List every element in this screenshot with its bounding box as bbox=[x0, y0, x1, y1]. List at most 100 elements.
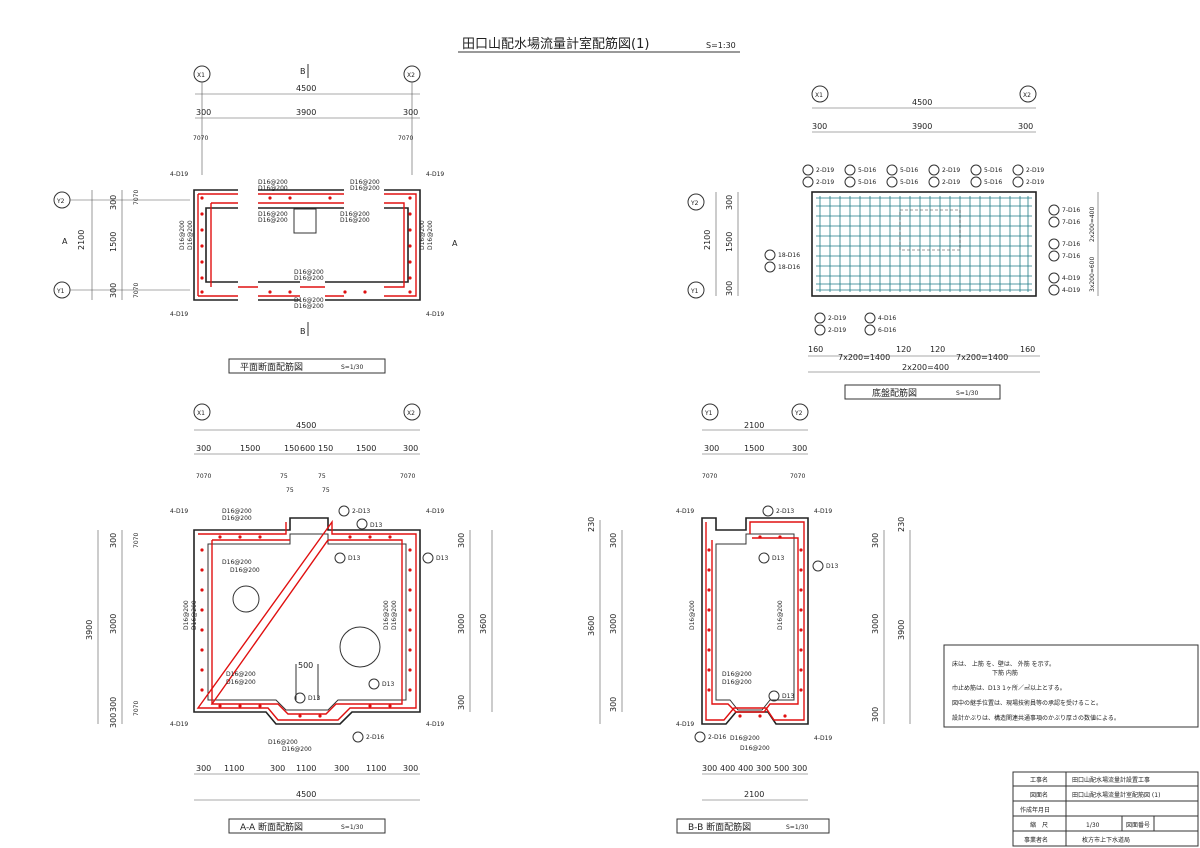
section-mark-b-bottom: B bbox=[300, 327, 306, 336]
aa-label-d16-7: D16@200 bbox=[268, 739, 298, 746]
base-callout-r6: 4-D19 bbox=[1062, 287, 1080, 294]
title-block: 工事名 田口山配水場流量計設置工事 図面名 田口山配水場流量計室配筋図 (1) … bbox=[1012, 771, 1199, 847]
tb-label-owner: 事業者名 bbox=[1024, 836, 1048, 844]
aa-dim-150-r: 150 bbox=[318, 444, 333, 453]
base-callout-b3: 4-D16 bbox=[878, 315, 896, 322]
plan-label-d16-6: D16@200 bbox=[258, 217, 288, 224]
bb-dim-b-2100: 2100 bbox=[744, 790, 764, 799]
bb-dim-300-r: 300 bbox=[792, 444, 807, 453]
base-callout-r3: 7-D16 bbox=[1062, 241, 1080, 248]
note-line-4: 設計かぶりは、構造関連共通事項のかぶり厚さの数値による。 bbox=[952, 714, 1120, 722]
base-dim-160-left: 160 bbox=[808, 345, 823, 354]
base-callout-r1: 7-D16 bbox=[1062, 207, 1080, 214]
bb-dim-300-l: 300 bbox=[704, 444, 719, 453]
base-dim-3x200: 3x200=600 bbox=[1089, 257, 1096, 292]
plan-label-d16-3: D16@200 bbox=[350, 179, 380, 186]
bb-dim-300-rb: 300 bbox=[871, 707, 880, 722]
bb-grid-y2: Y2 bbox=[794, 410, 803, 417]
aa-dim-150-l: 150 bbox=[284, 444, 299, 453]
base-callout-r4: 7-D16 bbox=[1062, 253, 1080, 260]
base-dim-160-right: 160 bbox=[1020, 345, 1035, 354]
title-text: 田口山配水場流量計室配筋図(1) bbox=[462, 36, 649, 52]
grid-x1-label: X1 bbox=[197, 72, 205, 79]
base-callout-10: 5-D16 bbox=[984, 179, 1002, 186]
tb-label-date: 作成年月日 bbox=[1020, 806, 1050, 814]
plan-dim-300-top: 300 bbox=[109, 195, 118, 210]
aa-label-d16-8: D16@200 bbox=[282, 746, 312, 753]
bb-dim-1500: 1500 bbox=[744, 444, 764, 453]
aa-label-d16-1: D16@200 bbox=[222, 508, 252, 515]
grid-y2-label: Y2 bbox=[56, 198, 65, 205]
base-grid-x2: X2 bbox=[1023, 92, 1031, 99]
aa-label-d13-2: D13 bbox=[348, 555, 360, 562]
plan-label-d16-15: D16@200 bbox=[419, 220, 426, 250]
base-callout-7: 2-D19 bbox=[942, 167, 960, 174]
bb-label-d13-3: D13 bbox=[782, 693, 794, 700]
section-mark-a-left: A bbox=[62, 237, 68, 246]
bb-dim-3900: 3900 bbox=[897, 620, 906, 640]
plan-label-d16-1: D16@200 bbox=[258, 179, 288, 186]
plan-dim-3900: 3900 bbox=[296, 108, 316, 117]
bb-label-d16-2: D16@200 bbox=[722, 679, 752, 686]
grid-x2-label: X2 bbox=[407, 72, 415, 79]
base-dim-300-right: 300 bbox=[1018, 122, 1033, 131]
aa-dim-300-r: 300 bbox=[403, 444, 418, 453]
note-line-3: 図中の継手位置は、現場技術員等の承認を受けること。 bbox=[952, 699, 1102, 707]
plan-dim-4500: 4500 bbox=[296, 84, 316, 93]
aa-label-4d19-tl: 4-D19 bbox=[170, 508, 188, 515]
base-dim-2x200-bottom: 2x200=400 bbox=[902, 363, 949, 372]
base-callout-r2: 7-D16 bbox=[1062, 219, 1080, 226]
bb-label-4d19-tl: 4-D19 bbox=[676, 508, 694, 515]
base-callout-8: 2-D19 bbox=[942, 179, 960, 186]
base-callout-l1: 18-D16 bbox=[778, 252, 800, 259]
aa-dim-7070-l: 7070 bbox=[196, 473, 211, 480]
bb-label-4d19-tr: 4-D19 bbox=[814, 508, 832, 515]
aa-dim-3900: 3900 bbox=[85, 620, 94, 640]
plan-label-d16-13: D16@200 bbox=[179, 220, 186, 250]
aa-label-d13-1: D13 bbox=[370, 522, 382, 529]
aa-label-d16-5: D16@200 bbox=[226, 671, 256, 678]
aa-dim-b-1100-1: 1100 bbox=[224, 764, 244, 773]
plan-dim-2100: 2100 bbox=[77, 230, 86, 250]
tb-value-scale: 1/30 bbox=[1086, 822, 1100, 829]
plan-dim-300-left: 300 bbox=[196, 108, 211, 117]
tb-label-drawing: 図面名 bbox=[1030, 791, 1048, 799]
tb-label-project: 工事名 bbox=[1030, 776, 1048, 784]
grid-y1-label: Y1 bbox=[56, 288, 65, 295]
aa-label-s2d13: 2-D13 bbox=[352, 508, 370, 515]
note-line-2: 巾止め筋は、D13 1ヶ所／㎡以上とする。 bbox=[952, 684, 1066, 692]
aa-dim-600: 600 bbox=[300, 444, 315, 453]
plan-dim-300-bottom: 300 bbox=[109, 283, 118, 298]
base-dim-3900: 3900 bbox=[912, 122, 932, 131]
bb-caption-scale: S=1/30 bbox=[786, 824, 808, 831]
aa-dim-4500: 4500 bbox=[296, 421, 316, 430]
note-line-1-sub: 下筋 内筋 bbox=[992, 669, 1018, 677]
aa-dim-7070-r: 7070 bbox=[400, 473, 415, 480]
bb-dim-3600: 3600 bbox=[587, 616, 596, 636]
aa-dim-7070-t: 7070 bbox=[133, 533, 140, 548]
bb-dim-7070-l: 7070 bbox=[702, 473, 717, 480]
plan-label-d16-7: D16@200 bbox=[340, 211, 370, 218]
plan-label-d16-2: D16@200 bbox=[258, 185, 288, 192]
bb-label-4d19-bl: 4-D19 bbox=[676, 721, 694, 728]
aa-dim-300-l: 300 bbox=[196, 444, 211, 453]
plan-label-d16-9: D16@200 bbox=[294, 269, 324, 276]
bb-dim-300-lt: 300 bbox=[609, 533, 618, 548]
aa-label-2d16: 2-D16 bbox=[366, 734, 384, 741]
bb-label-d16-3: D16@200 bbox=[730, 735, 760, 742]
plan-dim-7070-bottom: 7070 bbox=[133, 283, 140, 298]
plan-label-4d19-tr: 4-D19 bbox=[426, 171, 444, 178]
base-callout-12: 2-D19 bbox=[1026, 179, 1044, 186]
plan-caption-scale: S=1/30 bbox=[341, 364, 363, 371]
aa-label-4d19-br: 4-D19 bbox=[426, 721, 444, 728]
aa-caption: A-A 断面配筋図 bbox=[240, 821, 303, 833]
base-dim-1500: 1500 bbox=[725, 232, 734, 252]
aa-dim-b-4500: 4500 bbox=[296, 790, 316, 799]
aa-label-d16-v3: D16@200 bbox=[383, 600, 390, 630]
plan-rebar-dots bbox=[200, 196, 412, 294]
base-dim-120-left: 120 bbox=[896, 345, 911, 354]
aa-dim-300-b1: 300 bbox=[109, 697, 118, 712]
aa-label-d16-v4: D16@200 bbox=[391, 600, 398, 630]
base-callouts: 2-D19 2-D19 5-D16 5-D16 5-D16 5-D16 2-D1… bbox=[764, 164, 1080, 336]
